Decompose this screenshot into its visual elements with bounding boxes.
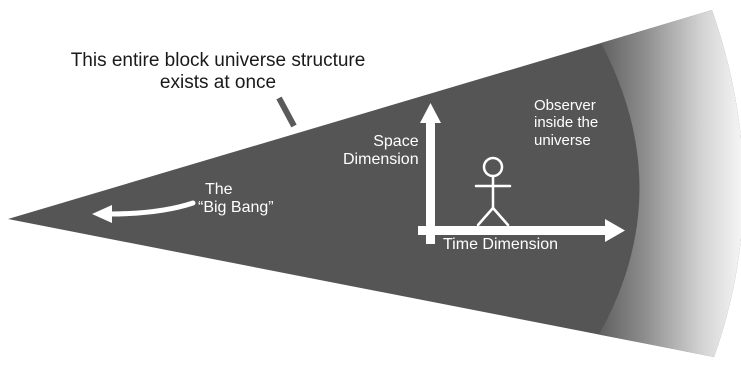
observer-line-3: universe (534, 131, 591, 149)
cone-rim-gradient (588, 10, 741, 357)
observer-line-1: Observer (534, 97, 596, 114)
observer-line-2: inside the (534, 114, 599, 132)
caption-pointer-line (276, 96, 297, 128)
time-dimension-label: Time Dimension (443, 236, 558, 253)
space-label-line-1: Space (373, 133, 419, 150)
caption-line-2: exists at once (159, 71, 277, 93)
big-bang-line-1: The (205, 181, 233, 198)
big-bang-line-2: “Big Bang” (198, 199, 274, 217)
block-universe-caption: This entire block universe structure exi… (58, 50, 378, 94)
caption-line-1: This entire block universe structure (70, 50, 366, 71)
left-arrow-icon (92, 200, 196, 223)
observer-label: Observer inside the universe (534, 97, 598, 149)
right-arrow-icon (418, 219, 625, 242)
stick-figure-icon (474, 156, 512, 227)
space-label-line-2: Dimension (343, 151, 419, 169)
up-arrow-icon (420, 103, 441, 244)
space-dimension-label: Space Dimension (343, 133, 419, 170)
big-bang-label: The “Big Bang” (198, 181, 274, 218)
